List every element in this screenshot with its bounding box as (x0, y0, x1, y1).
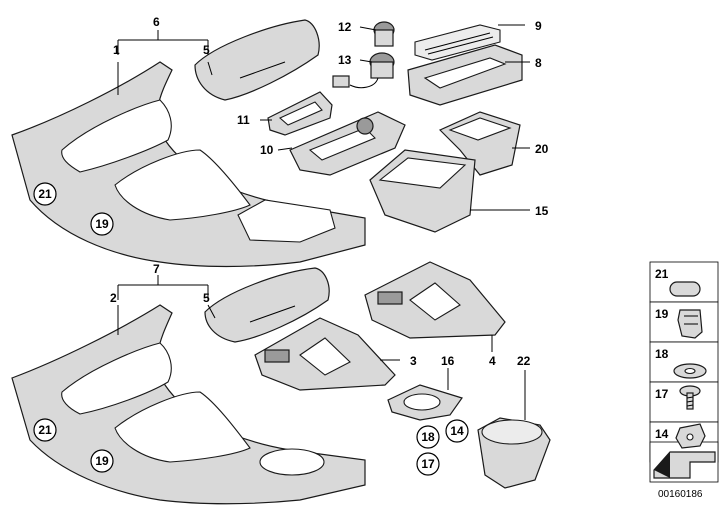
circled-callout-14: 14 (445, 419, 469, 443)
svg-text:21: 21 (38, 187, 52, 201)
diagram-reference-code: 00160186 (658, 489, 703, 500)
callout-13: 13 (338, 53, 352, 67)
legend-label-18: 18 (655, 347, 669, 361)
callout-4: 4 (489, 354, 496, 368)
storage-tray-part-8 (407, 44, 523, 106)
callout-12: 12 (338, 20, 352, 34)
svg-text:18: 18 (421, 430, 435, 444)
callout-15: 15 (535, 204, 549, 218)
socket-cap-part-12 (373, 21, 395, 47)
callout-11: 11 (237, 113, 250, 127)
callout-8: 8 (535, 56, 542, 70)
svg-text:14: 14 (450, 424, 464, 438)
storage-box-part-15 (369, 149, 476, 233)
cover-lid-upper (194, 19, 320, 101)
svg-text:19: 19 (95, 217, 109, 231)
svg-text:19: 19 (95, 454, 109, 468)
cap-icon (669, 281, 701, 297)
circled-callout-17: 17 (416, 452, 440, 476)
small-tray-part-11 (267, 91, 333, 136)
callout-1: 1 (113, 43, 120, 57)
circled-callout-19-upper: 19 (90, 212, 114, 236)
legend-label-17: 17 (655, 387, 669, 401)
callout-9: 9 (535, 19, 542, 33)
callout-3: 3 (410, 354, 417, 368)
callout-20: 20 (535, 142, 549, 156)
svg-text:21: 21 (38, 423, 52, 437)
circled-callout-18: 18 (416, 425, 440, 449)
screw-icon (679, 385, 701, 410)
callout-5-lower: 5 (203, 291, 210, 305)
grille-part-9 (414, 24, 501, 61)
circled-callout-21-lower: 21 (33, 418, 57, 442)
callout-7: 7 (153, 262, 160, 276)
circled-callout-19-lower: 19 (90, 449, 114, 473)
circled-callout-21-upper: 21 (33, 182, 57, 206)
arrow-icon (653, 451, 716, 479)
frame-part-16 (387, 384, 463, 421)
callout-2: 2 (110, 291, 117, 305)
washer-icon (673, 363, 707, 379)
callout-16: 16 (441, 354, 455, 368)
leader-lines (117, 24, 530, 420)
control-unit-part-10 (289, 111, 406, 176)
shifter-trim-part-4 (364, 261, 506, 339)
fastener-legend: 21 19 18 17 14 (649, 261, 719, 483)
cover-lid-lower (204, 267, 330, 343)
legend-label-21: 21 (655, 267, 669, 281)
legend-label-14: 14 (655, 427, 669, 441)
nut-clip-icon (675, 423, 706, 449)
legend-label-19: 19 (655, 307, 669, 321)
callout-22: 22 (517, 354, 531, 368)
callout-5-upper: 5 (203, 43, 210, 57)
shifter-trim-part-3 (254, 317, 396, 391)
callout-6: 6 (153, 15, 160, 29)
clip-icon (677, 309, 703, 339)
svg-text:17: 17 (421, 457, 435, 471)
cup-holder-part-22 (477, 417, 551, 489)
insert-part-20 (438, 111, 521, 176)
callout-10: 10 (260, 143, 274, 157)
socket-cable-part-13 (332, 52, 395, 89)
